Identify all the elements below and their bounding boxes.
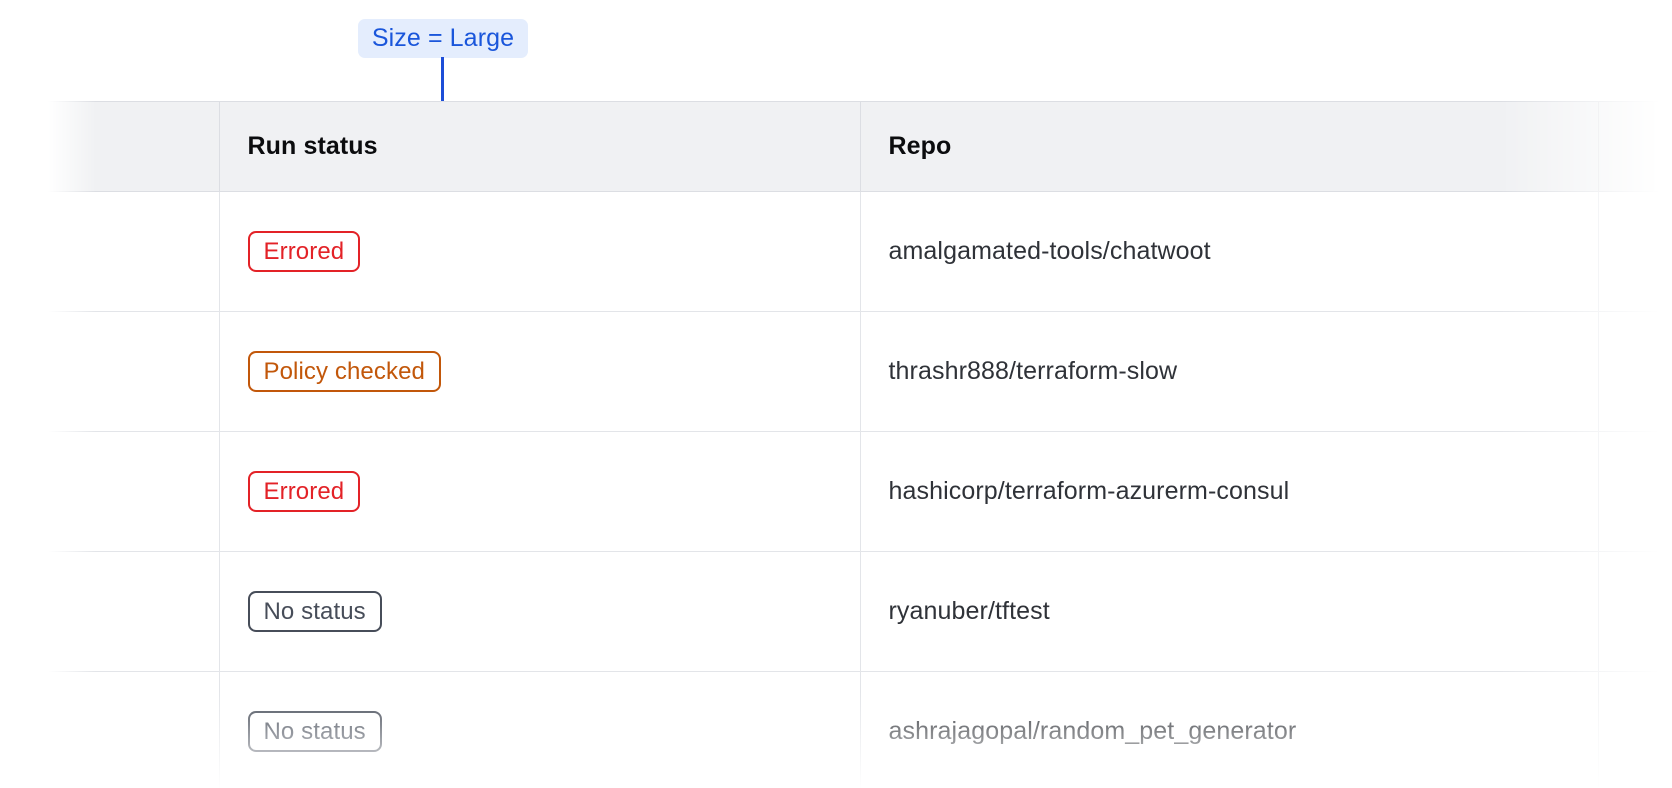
row-cell-leading	[0, 431, 220, 552]
status-badge-label: Policy checked	[263, 357, 425, 385]
row-cell-run-status: No status	[219, 671, 861, 788]
row-cell-trailing	[1598, 551, 1672, 672]
runs-table: Run status Repo Errored amalgamated-tool…	[0, 101, 1672, 788]
table-row[interactable]: Policy checked thrashr888/terraform-slow	[0, 311, 1672, 432]
table-row[interactable]: Errored amalgamated-tools/chatwoot	[0, 191, 1672, 312]
row-cell-leading	[0, 551, 220, 672]
row-cell-repo: hashicorp/terraform-azurerm-consul	[860, 431, 1599, 552]
status-badge-label: Errored	[263, 237, 345, 265]
row-cell-run-status: Errored	[219, 431, 861, 552]
table-body: Errored amalgamated-tools/chatwoot Polic…	[0, 191, 1672, 788]
column-header-run-status[interactable]: Run status	[219, 101, 861, 192]
column-header-trailing	[1598, 101, 1672, 192]
repo-name: thrashr888/terraform-slow	[888, 357, 1178, 385]
column-header-leading	[0, 101, 220, 192]
repo-name: ashrajagopal/random_pet_generator	[888, 717, 1297, 745]
table-row[interactable]: No status ryanuber/tftest	[0, 551, 1672, 672]
row-cell-run-status: Errored	[219, 191, 861, 312]
row-cell-run-status: Policy checked	[219, 311, 861, 432]
status-badge[interactable]: No status	[247, 711, 382, 752]
size-annotation-label: Size = Large	[371, 24, 515, 52]
size-annotation-pill: Size = Large	[358, 19, 528, 58]
table-row[interactable]: No status ashrajagopal/random_pet_genera…	[0, 671, 1672, 788]
row-cell-trailing	[1598, 191, 1672, 312]
row-cell-leading	[0, 671, 220, 788]
repo-name: hashicorp/terraform-azurerm-consul	[888, 477, 1290, 505]
column-header-repo-label: Repo	[888, 132, 952, 160]
row-cell-repo: ashrajagopal/random_pet_generator	[860, 671, 1599, 788]
status-badge[interactable]: Policy checked	[247, 351, 441, 392]
row-cell-trailing	[1598, 671, 1672, 788]
row-cell-repo: ryanuber/tftest	[860, 551, 1599, 672]
status-badge-label: No status	[263, 717, 366, 745]
row-cell-repo: thrashr888/terraform-slow	[860, 311, 1599, 432]
row-cell-leading	[0, 311, 220, 432]
row-cell-trailing	[1598, 311, 1672, 432]
row-cell-run-status: No status	[219, 551, 861, 672]
row-cell-repo: amalgamated-tools/chatwoot	[860, 191, 1599, 312]
status-badge[interactable]: No status	[247, 591, 382, 632]
table-row[interactable]: Errored hashicorp/terraform-azurerm-cons…	[0, 431, 1672, 552]
repo-name: ryanuber/tftest	[888, 597, 1050, 625]
repo-name: amalgamated-tools/chatwoot	[888, 237, 1211, 265]
row-cell-trailing	[1598, 431, 1672, 552]
status-badge-label: Errored	[263, 477, 345, 505]
status-badge-label: No status	[263, 597, 366, 625]
table-viewport: Run status Repo Errored amalgamated-tool…	[0, 101, 1672, 788]
table-header: Run status Repo	[0, 101, 1672, 192]
row-cell-leading	[0, 191, 220, 312]
table-header-row: Run status Repo	[0, 101, 1672, 192]
status-badge[interactable]: Errored	[247, 231, 361, 272]
column-header-repo[interactable]: Repo	[860, 101, 1599, 192]
status-badge[interactable]: Errored	[247, 471, 361, 512]
column-header-run-status-label: Run status	[247, 132, 378, 160]
